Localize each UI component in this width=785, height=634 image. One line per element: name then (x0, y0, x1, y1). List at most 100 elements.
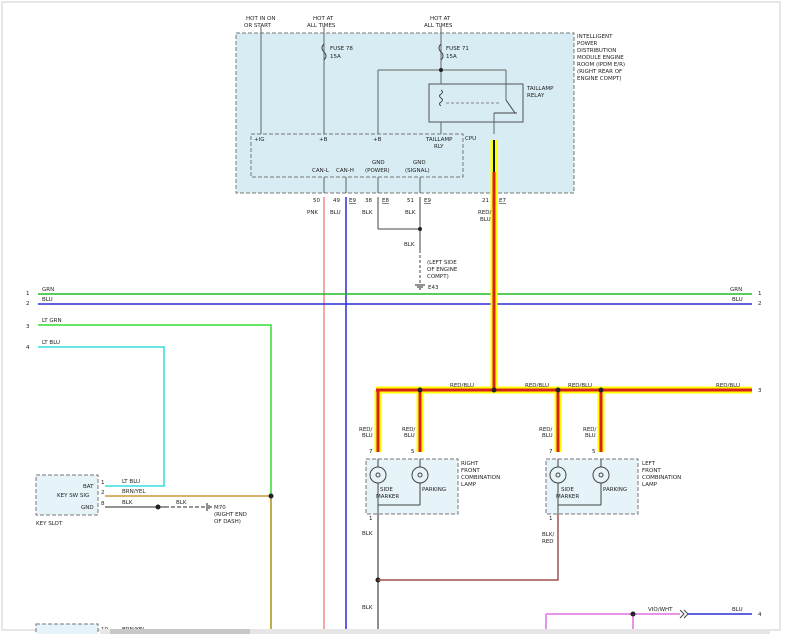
fuse-78-rating: 15A (330, 54, 341, 60)
taillamp-relay-label-2: RELAY (527, 93, 545, 99)
rf-lamp-name-line: LAMP (461, 482, 477, 488)
brn-yel-splice (268, 493, 274, 499)
gnd-signal-label: GND (413, 160, 426, 166)
relay-coil-symbol (439, 89, 443, 107)
rf-wire5-label: RED/ (402, 427, 416, 433)
rf-pin5: 5 (411, 449, 415, 455)
wire-pnk-label: PNK (307, 210, 318, 216)
lf-parking-label: PARKING (603, 487, 627, 493)
gnd-power-label-2: (POWER) (365, 168, 390, 174)
rf-wire7-label-2: BLU (362, 433, 373, 439)
grn-label-right: GRN (730, 287, 742, 293)
key-slot-bat: BAT (83, 484, 94, 490)
key-slot-pin8: 8 (101, 501, 105, 507)
connector-e7: E7 (499, 198, 506, 204)
grn-label-left: GRN (42, 287, 54, 293)
red-blu-label-d: RED/BLU (716, 383, 740, 389)
fuse-71-symbol (438, 43, 444, 61)
taillamp-circuit-highlight (374, 140, 752, 452)
rf-side-marker-bulb (369, 459, 387, 514)
key-slot-name: KEY SLOT (36, 521, 63, 527)
key-slot-sw-sig: KEY SW SIG (57, 493, 89, 499)
ground-m70: M70 (214, 505, 226, 511)
rf-lamp-name-line: RIGHT (461, 461, 479, 467)
key-slot-blk-label-1: BLK (122, 500, 133, 506)
blu-bottom-label: BLU (732, 607, 743, 613)
taillamp-rly-label: TAILLAMP (425, 137, 453, 143)
module-pin-stubs (323, 177, 421, 193)
bus-num-1: 1 (26, 291, 30, 297)
fuse-78-label: FUSE 78 (330, 46, 353, 52)
lf-lamp-name-line: FRONT (642, 468, 661, 474)
key-slot-gnd: GND (81, 505, 94, 511)
ground-splice (418, 227, 422, 231)
wire-blk-ground-label: BLK (404, 242, 415, 248)
lf-wire7-label: RED/ (539, 427, 553, 433)
lf-pin1: 1 (549, 516, 553, 522)
ipdm-cpu-box (250, 133, 464, 178)
lf-wire5-label-2: BLU (585, 433, 596, 439)
bus-num-4-right: 4 (758, 612, 762, 618)
ipdm-name-line: DISTRIBUTION (577, 48, 616, 54)
can-l-label: CAN-L (312, 168, 330, 174)
red-blu-wire-label-2: BLU (480, 217, 491, 223)
hot-at-all-times-2: HOT AT (430, 16, 451, 22)
taillamp-rly-label-2: RLY (434, 144, 444, 150)
rf-parking-label: PARKING (422, 487, 446, 493)
rf-lamp-name: RIGHT FRONT COMBINATION LAMP (461, 461, 500, 488)
rf-lamp-name-line: COMBINATION (461, 475, 500, 481)
lf-wire5-label: RED/ (583, 427, 597, 433)
lf-side-marker-bulb (549, 459, 567, 514)
hot-at-all-times-1b: ALL TIMES (307, 23, 336, 29)
connector-e8: E8 (382, 198, 389, 204)
lf-blk-red-label: BLK/ (542, 532, 554, 538)
ground-location-2: OF ENGINE (427, 267, 458, 273)
red-blu-label-c: RED/BLU (568, 383, 592, 389)
lt-blu-label: LT BLU (42, 340, 60, 346)
lf-side-marker-label: SIDE (561, 487, 574, 493)
lt-grn-label: LT GRN (42, 318, 62, 324)
key-slot-brn-yel: BRN/YEL (122, 489, 146, 495)
key-slot-pin2: 2 (101, 490, 105, 496)
hot-in-on-label-2: OR START (244, 23, 272, 29)
key-slot-pin1: 1 (101, 480, 105, 486)
wire-blu-label: BLU (330, 210, 341, 216)
relay-switch-contact (505, 99, 516, 114)
ipdm-name-line: INTELLIGENT (577, 34, 613, 40)
rf-wire7-label: RED/ (359, 427, 373, 433)
ground-icon-m70 (206, 503, 212, 511)
fuse-71-rating: 15A (446, 54, 457, 60)
fuse-78-symbol (321, 43, 327, 61)
rf-blk-label: BLK (362, 531, 373, 537)
horizontal-scrollbar[interactable] (100, 629, 770, 634)
module-internal-wires (260, 26, 507, 134)
splice-dot (439, 68, 443, 72)
rf-pin7: 7 (369, 449, 373, 455)
ground-wires (377, 197, 421, 284)
ipdm-name-line: (RIGHT REAR OF (577, 69, 622, 75)
red-blu-label-a: RED/BLU (450, 383, 474, 389)
ground-location-3: COMPT) (427, 274, 449, 280)
ipdm-name-line: ROOM (IPDM E/R) (577, 62, 625, 68)
bus-num-2: 2 (26, 301, 30, 307)
ground-e43: E43 (428, 285, 439, 291)
vio-wht-splice (630, 611, 636, 617)
bus-num-3: 3 (26, 324, 30, 330)
lf-lamp-name-line: LEFT (642, 461, 656, 467)
hot-at-all-times-1: HOT AT (313, 16, 334, 22)
ipdm-name-line: POWER (577, 41, 598, 47)
lf-lamp-name-line: COMBINATION (642, 475, 681, 481)
scrollbar-thumb[interactable] (110, 629, 250, 634)
wire-blk-38-label: BLK (362, 210, 373, 216)
lf-lamp-name: LEFT FRONT COMBINATION LAMP (642, 461, 681, 488)
pin-21: 21 (482, 198, 489, 204)
bus-num-4: 4 (26, 345, 30, 351)
b-terminal-label-1: +B (319, 137, 328, 143)
red-blu-wire-label: RED/ (478, 210, 492, 216)
vio-wht-label: VIO/WHT (648, 607, 673, 613)
rf-pin1: 1 (369, 516, 373, 522)
wire-lt-blu (38, 346, 165, 487)
lf-side-marker-label-2: MARKER (556, 494, 579, 500)
hot-at-all-times-2b: ALL TIMES (424, 23, 453, 29)
